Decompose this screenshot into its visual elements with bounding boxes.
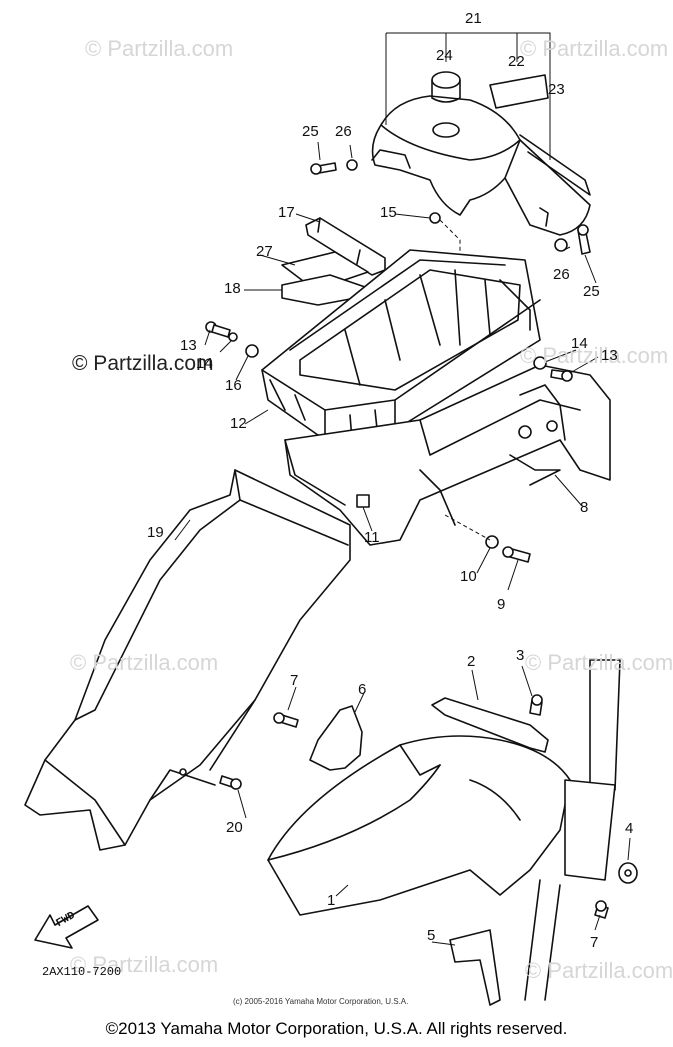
callout-18[interactable]: 18 bbox=[224, 280, 241, 297]
bolt-25-left bbox=[310, 162, 337, 175]
callout-3[interactable]: 3 bbox=[516, 647, 525, 664]
callout-17[interactable]: 17 bbox=[278, 204, 295, 221]
callout-25-right[interactable]: 25 bbox=[583, 283, 600, 300]
callout-16[interactable]: 16 bbox=[225, 377, 242, 394]
callout-14-right[interactable]: 14 bbox=[571, 335, 588, 352]
callout-10[interactable]: 10 bbox=[460, 568, 477, 585]
callout-20[interactable]: 20 bbox=[226, 819, 243, 836]
rear-fender bbox=[24, 469, 351, 851]
callout-11[interactable]: 11 bbox=[364, 529, 380, 546]
watermark-bottom-right: © Partzilla.com bbox=[525, 958, 673, 983]
watermark-mid-right: © Partzilla.com bbox=[520, 343, 669, 368]
callout-21[interactable]: 21 bbox=[465, 10, 482, 27]
callout-1[interactable]: 1 bbox=[327, 892, 336, 909]
callout-7-right[interactable]: 7 bbox=[590, 934, 599, 951]
battery-cover-assembly bbox=[371, 71, 591, 236]
callout-22[interactable]: 22 bbox=[508, 53, 525, 70]
diagram-code: 2AX110-7200 bbox=[42, 965, 122, 979]
washer-26-left bbox=[346, 159, 358, 171]
front-fender bbox=[267, 735, 571, 916]
washer-26-right bbox=[554, 238, 568, 252]
callout-12[interactable]: 12 bbox=[230, 415, 247, 432]
callout-15[interactable]: 15 bbox=[380, 204, 397, 221]
callout-23[interactable]: 23 bbox=[548, 81, 565, 98]
bolt-25-right bbox=[577, 224, 591, 255]
watermark-top-right: © Partzilla.com bbox=[520, 36, 669, 61]
callout-6[interactable]: 6 bbox=[358, 681, 367, 698]
copyright-notice: ©2013 Yamaha Motor Corporation, U.S.A. A… bbox=[105, 1019, 568, 1038]
callout-4[interactable]: 4 bbox=[625, 820, 634, 837]
watermark-mid-left: © Partzilla.com bbox=[72, 352, 214, 375]
watermark-lower-right: © Partzilla.com bbox=[525, 650, 673, 675]
callout-9[interactable]: 9 bbox=[497, 596, 506, 613]
callout-27[interactable]: 27 bbox=[256, 243, 273, 260]
callout-13-right[interactable]: 13 bbox=[601, 347, 618, 364]
rear-frame bbox=[284, 364, 611, 546]
callout-19[interactable]: 19 bbox=[147, 524, 164, 541]
bolt-9 bbox=[502, 546, 531, 563]
callout-24[interactable]: 24 bbox=[436, 47, 453, 64]
callout-26-top[interactable]: 26 bbox=[335, 123, 352, 140]
callout-26-right[interactable]: 26 bbox=[553, 266, 570, 283]
washer-10 bbox=[485, 535, 499, 549]
fine-print: (c) 2005-2016 Yamaha Motor Corporation, … bbox=[233, 997, 409, 1006]
bolt-20 bbox=[219, 775, 242, 790]
callout-5[interactable]: 5 bbox=[427, 927, 436, 944]
callout-7-left[interactable]: 7 bbox=[290, 672, 299, 689]
front-fork bbox=[524, 659, 621, 1001]
callout-13-left[interactable]: 13 bbox=[180, 337, 197, 354]
grommet-15 bbox=[429, 212, 441, 224]
watermark-lower-left: © Partzilla.com bbox=[70, 650, 219, 675]
fwd-arrow bbox=[34, 905, 99, 949]
watermark-top-left: © Partzilla.com bbox=[85, 36, 234, 61]
callout-2[interactable]: 2 bbox=[467, 653, 476, 670]
callout-8[interactable]: 8 bbox=[580, 499, 589, 516]
watermark-bottom-left: © Partzilla.com bbox=[70, 952, 219, 977]
callout-14-left[interactable]: 14 bbox=[196, 355, 213, 372]
callout-25-top[interactable]: 25 bbox=[302, 123, 319, 140]
